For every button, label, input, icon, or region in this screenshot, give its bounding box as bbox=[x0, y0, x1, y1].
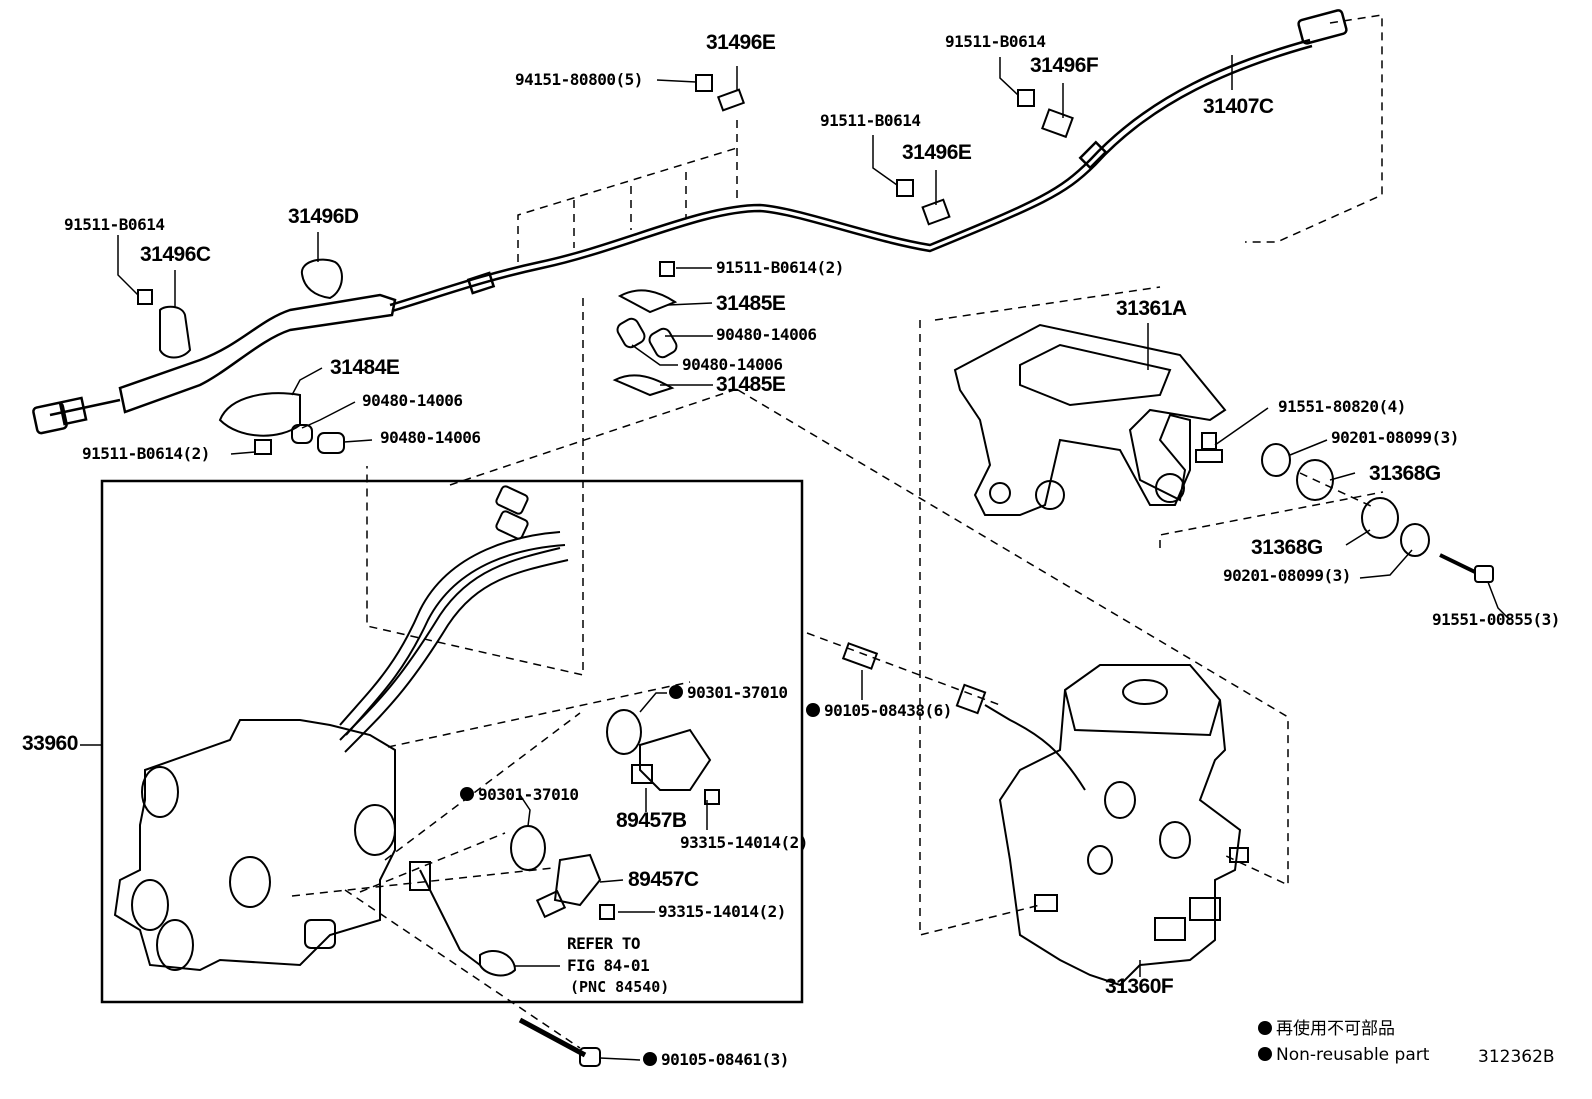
non-reusable-icon bbox=[806, 703, 820, 717]
label-90201-08099-b: 90201-08099(3) bbox=[1223, 566, 1351, 585]
washers-right bbox=[1195, 432, 1494, 583]
label-91551-00855: 91551-00855(3) bbox=[1432, 610, 1560, 629]
label-94151-80800: 94151-80800(5) bbox=[515, 70, 643, 89]
label-91511-B0614-tr: 91511-B0614 bbox=[945, 32, 1046, 51]
non-reusable-icon bbox=[643, 1052, 657, 1066]
label-31496F: 31496F bbox=[1030, 54, 1099, 77]
label-90105-08461: 90105-08461(3) bbox=[643, 1052, 789, 1068]
label-31407C: 31407C bbox=[1203, 95, 1274, 118]
non-reusable-icon bbox=[460, 787, 474, 801]
label-90105-08438-text: 90105-08438(6) bbox=[824, 701, 952, 720]
small-parts bbox=[137, 74, 1074, 455]
label-refer-to: REFER TO bbox=[567, 934, 641, 953]
label-91551-80820: 91551-80820(4) bbox=[1278, 397, 1406, 416]
label-91511-B0614-2-left: 91511-B0614(2) bbox=[82, 444, 210, 463]
label-31496D: 31496D bbox=[288, 205, 359, 228]
label-31361A: 31361A bbox=[1116, 297, 1187, 320]
legend-japanese-text: 再使用不可部品 bbox=[1276, 1019, 1395, 1039]
actuator-33960 bbox=[113, 485, 569, 972]
label-90105-08438: 90105-08438(6) bbox=[806, 703, 952, 719]
legend-english: Non-reusable part bbox=[1258, 1047, 1429, 1064]
label-31496C: 31496C bbox=[140, 243, 211, 266]
label-91511-B0614-left: 91511-B0614 bbox=[64, 215, 165, 234]
label-90301-37010-b-text: 90301-37010 bbox=[478, 785, 579, 804]
hose-left bbox=[32, 293, 397, 435]
label-33960: 33960 bbox=[22, 732, 78, 755]
label-31485E-a: 31485E bbox=[716, 292, 786, 315]
leader-lines bbox=[80, 55, 1511, 1061]
label-91511-B0614-mid: 91511-B0614 bbox=[820, 111, 921, 130]
label-90480-14006-a: 90480-14006 bbox=[716, 325, 817, 344]
label-31496E-top: 31496E bbox=[706, 31, 776, 54]
pump-31360F bbox=[955, 664, 1249, 987]
label-31496E-mid: 31496E bbox=[902, 141, 972, 164]
assembly-box-33960 bbox=[100, 479, 804, 1004]
dashed-group-lines bbox=[291, 14, 1384, 1049]
label-31360F: 31360F bbox=[1105, 975, 1174, 998]
label-90301-37010-b: 90301-37010 bbox=[460, 785, 579, 804]
bolt-90105-08461 bbox=[518, 1017, 601, 1067]
legend-english-text: Non-reusable part bbox=[1276, 1045, 1430, 1065]
label-91511-B0614-2-mid: 91511-B0614(2) bbox=[716, 258, 844, 277]
label-93315-14014-b: 93315-14014(2) bbox=[658, 902, 786, 921]
label-90480-14006-d: 90480-14006 bbox=[380, 428, 481, 447]
label-90201-08099-a: 90201-08099(3) bbox=[1331, 428, 1459, 447]
label-90480-14006-b: 90480-14006 bbox=[682, 355, 783, 374]
label-90480-14006-c: 90480-14006 bbox=[362, 391, 463, 410]
non-reusable-icon bbox=[1258, 1021, 1272, 1035]
label-pnc-84540: (PNC 84540) bbox=[570, 978, 670, 996]
legend-japanese: 再使用不可部品 bbox=[1258, 1021, 1395, 1038]
label-fig-84-01: FIG 84-01 bbox=[567, 956, 650, 975]
label-31484E: 31484E bbox=[330, 356, 400, 379]
label-90301-37010-a: 90301-37010 bbox=[669, 683, 788, 702]
label-89457C: 89457C bbox=[628, 868, 699, 891]
label-93315-14014-a: 93315-14014(2) bbox=[680, 833, 808, 852]
label-89457B: 89457B bbox=[616, 809, 687, 832]
figure-id: 312362B bbox=[1478, 1047, 1555, 1067]
non-reusable-icon bbox=[669, 685, 683, 699]
label-31368G-a: 31368G bbox=[1369, 462, 1441, 485]
label-90105-08461-text: 90105-08461(3) bbox=[661, 1050, 789, 1069]
pipe-31407C bbox=[389, 9, 1348, 313]
bracket-31361A bbox=[953, 323, 1227, 516]
sensors bbox=[409, 642, 879, 977]
label-31368G-b: 31368G bbox=[1251, 536, 1323, 559]
non-reusable-icon bbox=[1258, 1047, 1272, 1061]
label-31485E-b: 31485E bbox=[716, 373, 786, 396]
label-90301-37010-a-text: 90301-37010 bbox=[687, 683, 788, 702]
